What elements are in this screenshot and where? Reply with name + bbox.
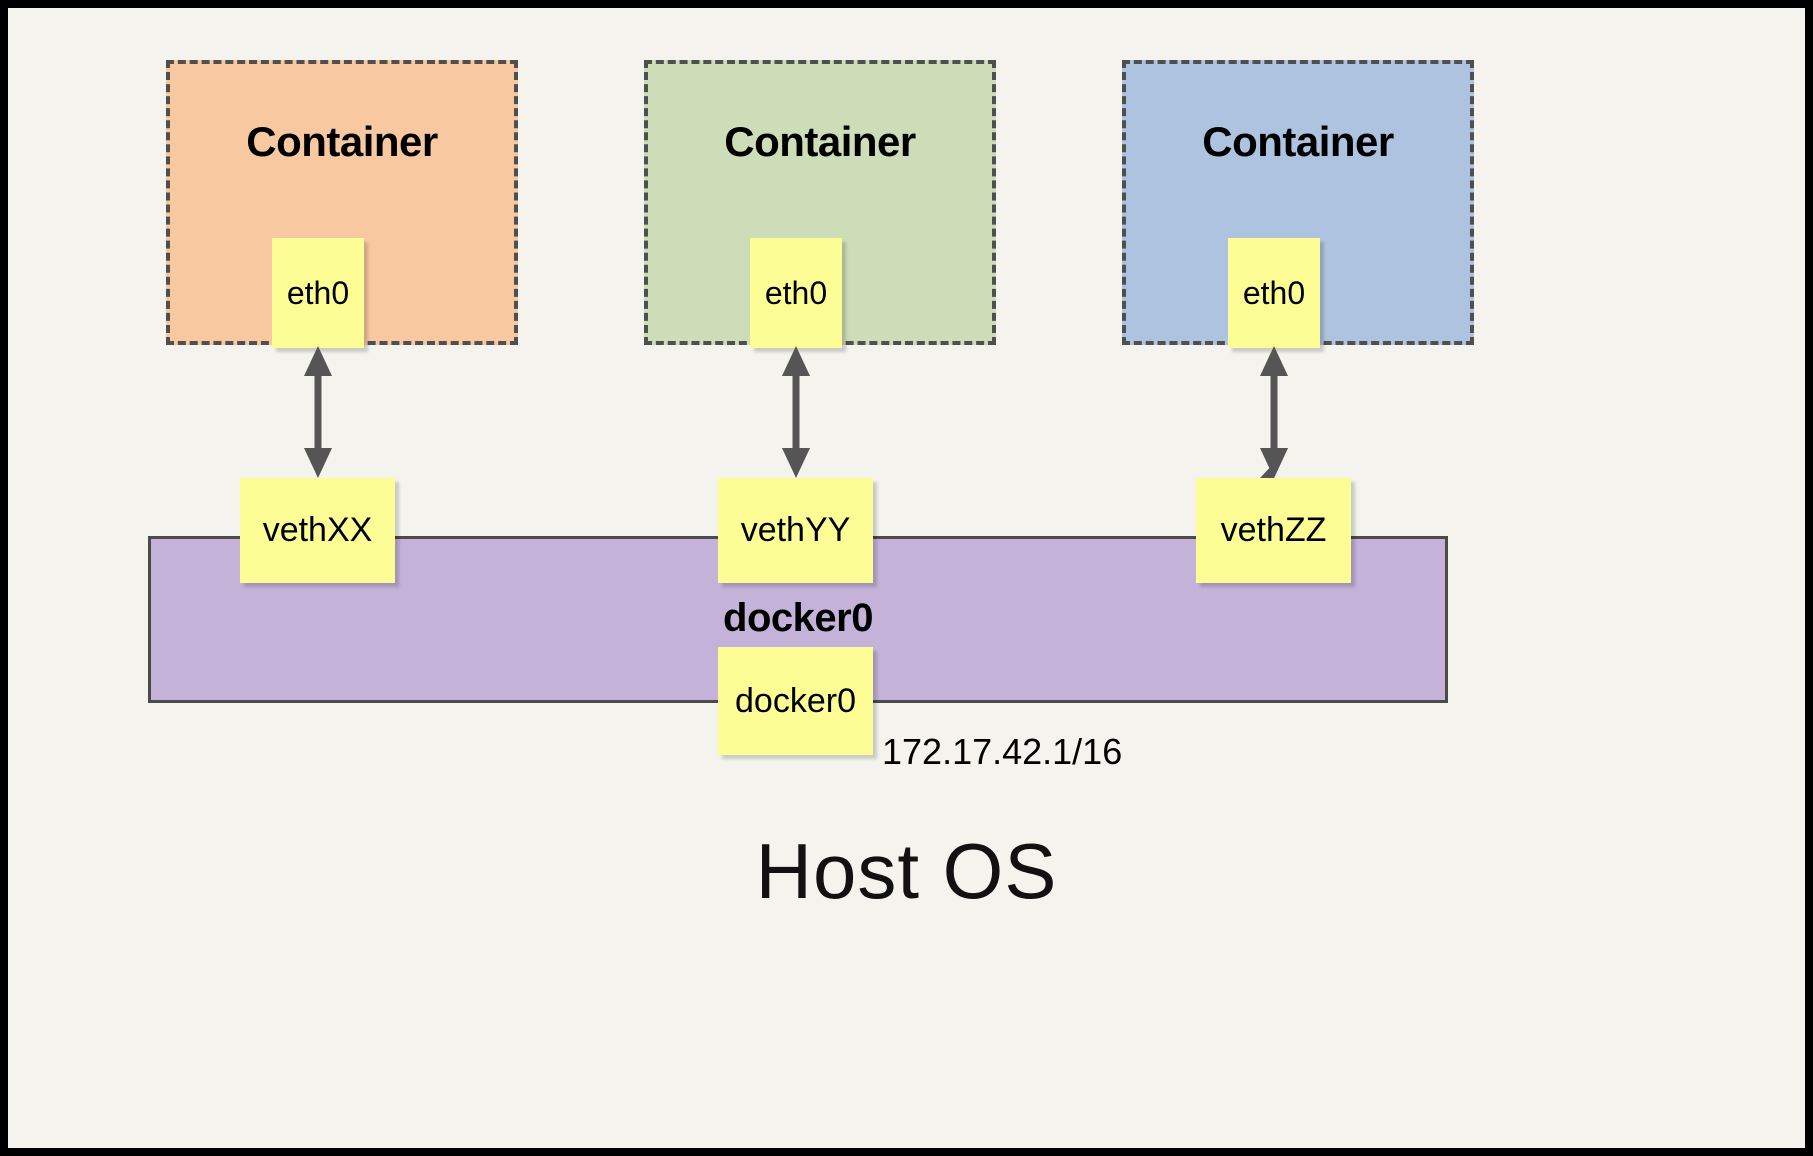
veth-box-3[interactable]: vethZZ <box>1196 478 1351 583</box>
veth-box-2[interactable]: vethYY <box>718 478 873 583</box>
docker0-bridge-label: docker0 <box>723 596 873 640</box>
host-os-label: Host OS <box>755 827 1058 915</box>
container-title-3: Container <box>1202 118 1394 165</box>
container-title-1: Container <box>246 118 438 165</box>
eth0-box-3[interactable]: eth0 <box>1228 238 1320 348</box>
docker0-iface-label: docker0 <box>735 681 856 720</box>
veth-label-1: vethXX <box>262 511 373 549</box>
docker0-iface-box[interactable]: docker0 <box>718 647 873 755</box>
container-title-2: Container <box>724 118 916 165</box>
veth-label-3: vethZZ <box>1220 511 1327 549</box>
veth-label-2: vethYY <box>740 511 851 549</box>
eth0-label-3: eth0 <box>1242 274 1306 311</box>
diagram-stage: Container eth0 Container eth0 Container … <box>8 8 1805 1148</box>
docker0-ip-label: 172.17.42.1/16 <box>882 731 1123 772</box>
eth0-label-1: eth0 <box>286 274 350 311</box>
double-arrow-vertical-icon-1 <box>298 346 338 478</box>
eth0-box-1[interactable]: eth0 <box>272 238 364 348</box>
eth0-label-2: eth0 <box>764 274 828 311</box>
double-arrow-vertical-icon-3 <box>1254 346 1294 478</box>
veth-box-1[interactable]: vethXX <box>240 478 395 583</box>
eth0-box-2[interactable]: eth0 <box>750 238 842 348</box>
double-arrow-vertical-icon-2 <box>776 346 816 478</box>
